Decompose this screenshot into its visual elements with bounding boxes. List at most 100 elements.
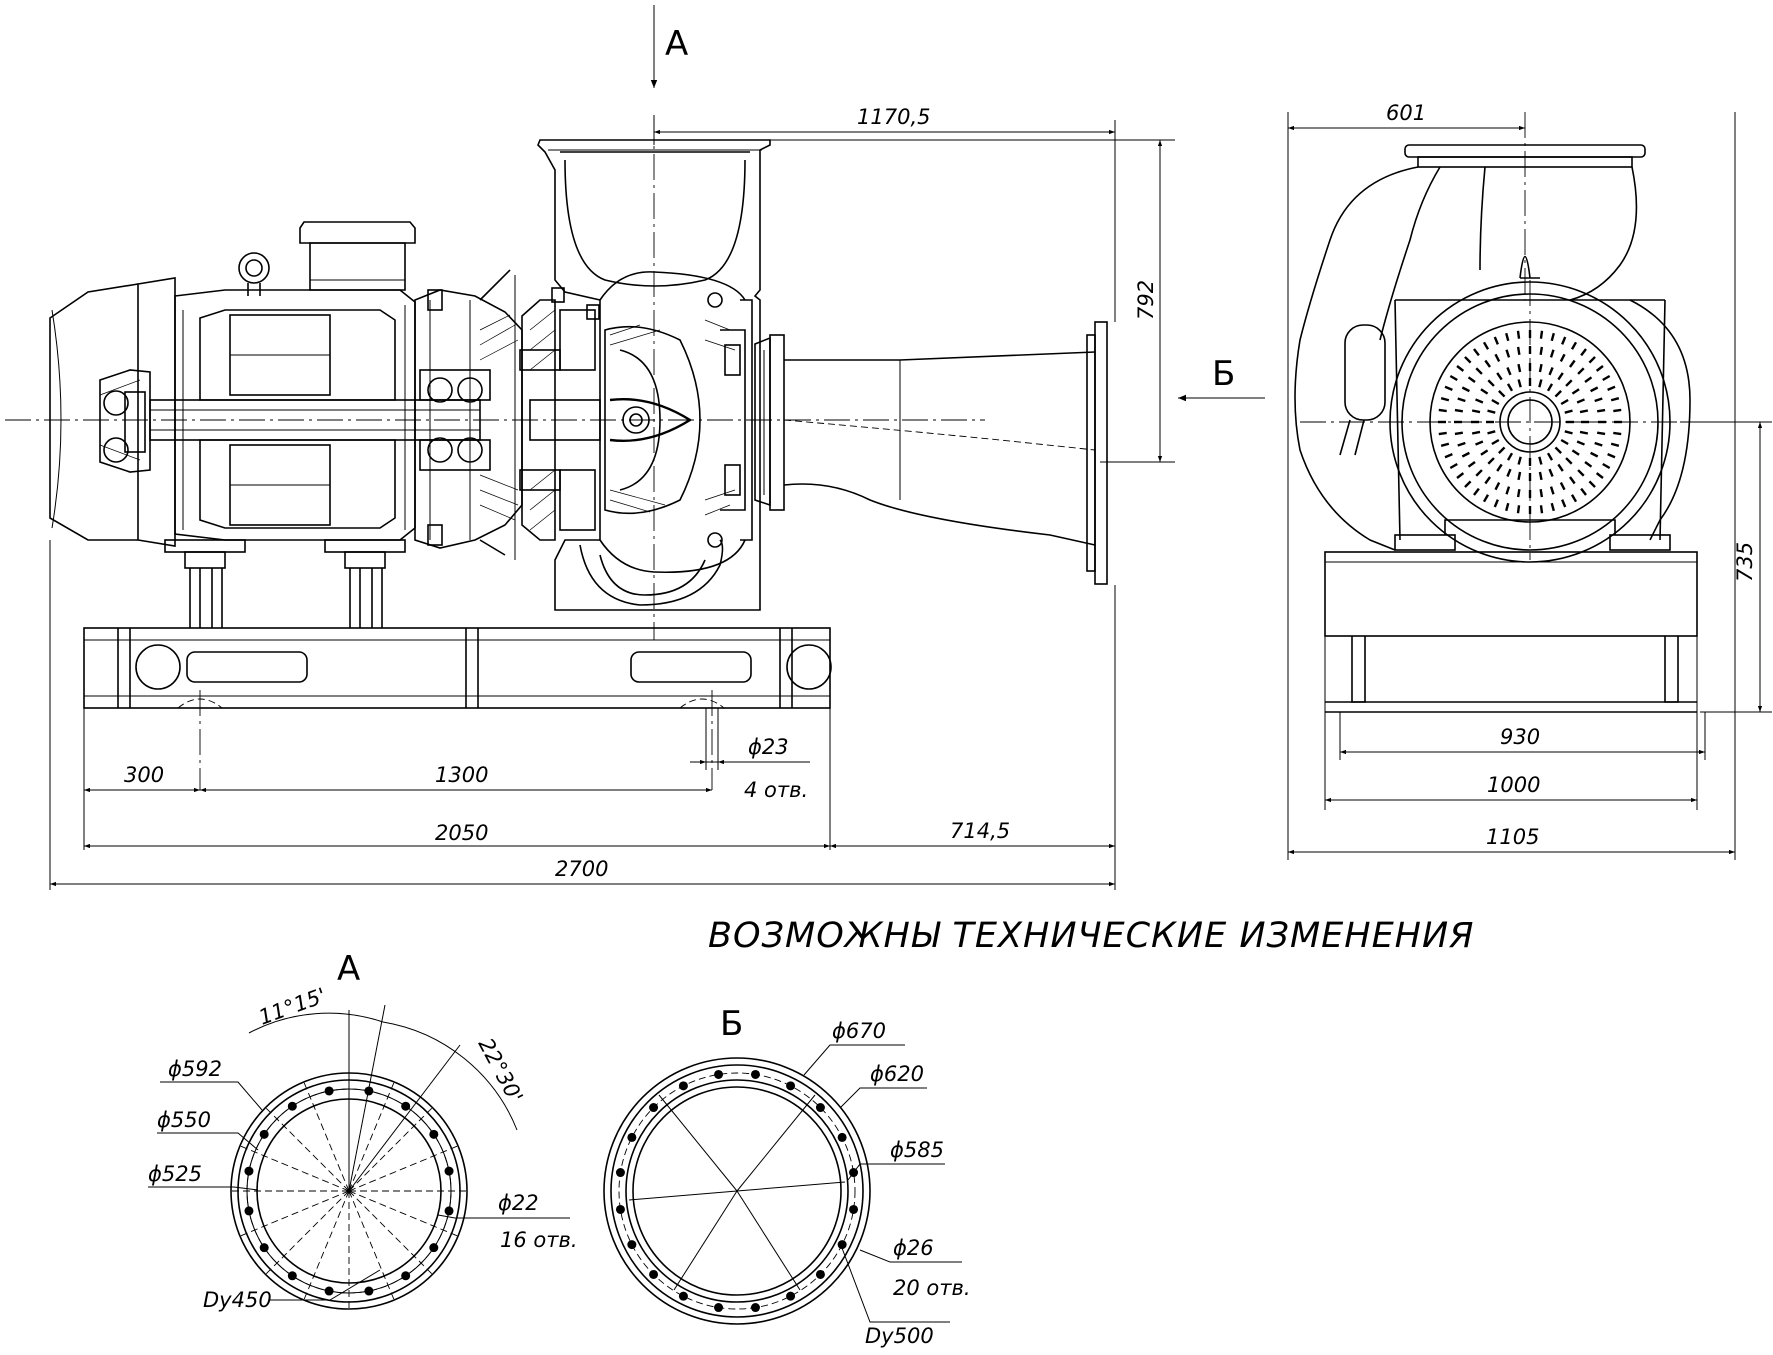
- grill-slot: [1577, 367, 1585, 375]
- bolt-hole-b: [786, 1081, 796, 1091]
- dim-2050: 2050: [435, 821, 488, 845]
- bolt-hole-b: [750, 1069, 760, 1079]
- bolt-hole-b: [627, 1132, 637, 1142]
- grill-slot: [1516, 346, 1521, 356]
- dim-735: 735: [1733, 542, 1757, 582]
- bolt-hole-a: [429, 1129, 439, 1139]
- grill-slot: [1517, 379, 1522, 388]
- dim-714-5: 714,5: [950, 819, 1010, 843]
- grill-slot: [1444, 453, 1453, 459]
- bolt-hole-a: [287, 1271, 297, 1281]
- bolt-hole-a: [244, 1166, 254, 1176]
- grill-slot: [1564, 409, 1573, 414]
- grill-slot: [1440, 442, 1450, 447]
- grill-slot: [1454, 408, 1464, 413]
- bolt-hole-a: [429, 1243, 439, 1253]
- grill-slot: [1491, 438, 1500, 446]
- grill-slot: [1539, 488, 1544, 498]
- grill-slot: [1590, 451, 1599, 458]
- dim-phi592: ϕ592: [168, 1057, 222, 1081]
- bolt-hole-a: [401, 1101, 411, 1111]
- grill-slot: [1548, 367, 1554, 376]
- grill-slot: [1596, 431, 1606, 436]
- grill-slot: [1579, 430, 1589, 435]
- bolt-hole-b: [714, 1303, 724, 1313]
- grill-slot: [1517, 456, 1522, 465]
- grill-slot: [1471, 430, 1481, 435]
- grill-slot: [1568, 476, 1576, 485]
- grill-slot: [1487, 379, 1495, 387]
- grill-slot: [1505, 486, 1511, 495]
- grill-slot: [1473, 487, 1480, 496]
- grill-slot: [1464, 480, 1472, 488]
- grill-slot: [1539, 330, 1544, 339]
- dim-dy500: Dy500: [865, 1324, 934, 1348]
- side-view: [5, 5, 1265, 890]
- grill-slot: [1596, 408, 1606, 413]
- dim-holes-16: 16 отв.: [500, 1228, 578, 1252]
- grill-slot: [1559, 353, 1566, 362]
- grill-slot: [1613, 431, 1622, 436]
- dim-dy450: Dy450: [203, 1288, 272, 1312]
- grill-slot: [1438, 431, 1447, 436]
- grill-slot: [1440, 397, 1450, 402]
- grill-slot: [1471, 409, 1481, 414]
- grill-slot: [1482, 341, 1490, 350]
- grill-slot: [1487, 409, 1496, 414]
- grill-slot: [1461, 451, 1470, 458]
- grill-slot: [1539, 505, 1544, 514]
- center-ray-a: [348, 1145, 459, 1192]
- grill-slot: [1538, 379, 1543, 388]
- grill-slot: [1467, 376, 1476, 384]
- dim-angle-22-30: 22°30': [474, 1034, 528, 1107]
- grill-slot: [1565, 379, 1573, 387]
- dimension-lines: [50, 115, 1772, 1323]
- grill-slot: [1496, 463, 1503, 472]
- grill-slot: [1480, 388, 1489, 395]
- grill-slot: [1607, 385, 1616, 391]
- flange-b-view: [603, 1057, 871, 1325]
- bolt-hole-a: [259, 1243, 269, 1253]
- grill-slot: [1517, 471, 1522, 481]
- bolt-hole-b: [837, 1132, 847, 1142]
- grill-slot: [1487, 457, 1495, 465]
- grill-slot: [1549, 349, 1555, 358]
- grill-slot: [1588, 356, 1596, 364]
- grill-slot: [1456, 472, 1465, 479]
- labels: А Б А Б ВОЗМОЖНЫ ТЕХНИЧЕСКИЕ ИЗМЕНЕНИЯ 1…: [124, 24, 1757, 1348]
- grill-slot: [1473, 348, 1480, 357]
- grill-slot: [1546, 383, 1554, 392]
- grill-slot: [1506, 383, 1514, 392]
- grill-slot: [1576, 440, 1585, 446]
- grill-slot: [1444, 385, 1453, 391]
- bolt-hole-a: [444, 1206, 454, 1216]
- bolt-hole-a: [324, 1286, 334, 1296]
- grill-slot: [1506, 452, 1514, 461]
- grill-slot: [1456, 365, 1465, 372]
- bolt-hole-a: [364, 1286, 374, 1296]
- center-ray-a: [265, 1190, 350, 1275]
- grill-slot: [1438, 408, 1447, 413]
- dim-holes-20: 20 отв.: [893, 1276, 971, 1300]
- grill-slot: [1549, 486, 1555, 495]
- grill-slot: [1491, 398, 1500, 406]
- grill-slot: [1561, 499, 1567, 508]
- grill-slot: [1557, 463, 1564, 472]
- grill-slot: [1454, 431, 1464, 436]
- grill-slot: [1517, 363, 1522, 373]
- bolt-hole-b: [649, 1269, 659, 1279]
- grill-slot: [1484, 359, 1492, 368]
- grill-slot: [1588, 480, 1596, 488]
- bolt-hole-b: [615, 1204, 625, 1214]
- grill-slot: [1487, 430, 1496, 435]
- grill-slot: [1613, 408, 1622, 413]
- grill-slot: [1548, 468, 1554, 477]
- center-ray-a: [348, 1190, 433, 1275]
- grill-slot: [1498, 390, 1506, 398]
- view-b-arrow-label: Б: [1212, 354, 1235, 394]
- grill-slot: [1496, 372, 1503, 381]
- center-ray-a: [265, 1107, 350, 1192]
- grill-slot: [1475, 469, 1483, 477]
- center-ray-a: [303, 1190, 350, 1301]
- grill-slot: [1577, 469, 1585, 477]
